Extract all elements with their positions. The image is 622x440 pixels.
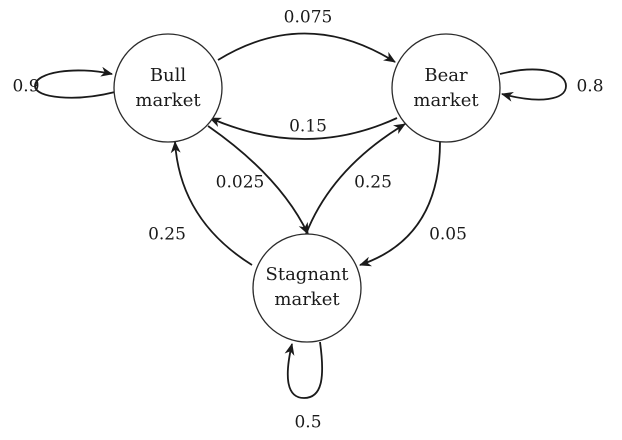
edge-labels: 0.075 0.15 0.025 0.25 0.25 0.05 0.9 0.8 … [12, 8, 603, 433]
edge-bull-to-stagnant [207, 125, 309, 235]
label-bull-to-stagnant: 0.025 [216, 173, 265, 193]
label-stagnant-to-bear: 0.25 [354, 173, 392, 193]
node-stagnant-label-line2: market [274, 289, 340, 310]
node-bear-label-line1: Bear [424, 65, 468, 86]
label-bull-to-bear: 0.075 [284, 8, 333, 28]
edge-stagnant-self-loop [284, 341, 323, 399]
label-bear-to-bull: 0.15 [289, 117, 327, 137]
label-stagnant-self-loop: 0.5 [294, 413, 321, 433]
edge-bear-self-loop [499, 68, 567, 102]
edge-stagnant-to-bear [305, 123, 406, 235]
edge-bull-to-bear [217, 32, 396, 63]
node-stagnant-circle [252, 233, 362, 343]
node-bull-circle [113, 33, 223, 143]
label-bear-to-stagnant: 0.05 [429, 225, 467, 245]
node-bull-label-line2: market [135, 90, 201, 111]
label-bull-self-loop: 0.9 [12, 77, 39, 97]
edge-stagnant-to-bull [170, 141, 253, 266]
label-stagnant-to-bull: 0.25 [148, 225, 186, 245]
label-bear-self-loop: 0.8 [576, 77, 603, 97]
node-stagnant-market: Stagnant market [252, 233, 362, 343]
node-bull-market: Bull market [113, 33, 223, 143]
node-bull-label-line1: Bull [150, 65, 187, 86]
node-bear-label-line2: market [413, 90, 479, 111]
edge-bear-to-bull [209, 117, 398, 140]
edge-bear-to-stagnant [359, 141, 441, 267]
edges [34, 32, 567, 399]
edge-bull-self-loop [34, 66, 116, 99]
node-bear-circle [391, 33, 501, 143]
node-stagnant-label-line1: Stagnant [266, 264, 350, 285]
node-bear-market: Bear market [391, 33, 501, 143]
